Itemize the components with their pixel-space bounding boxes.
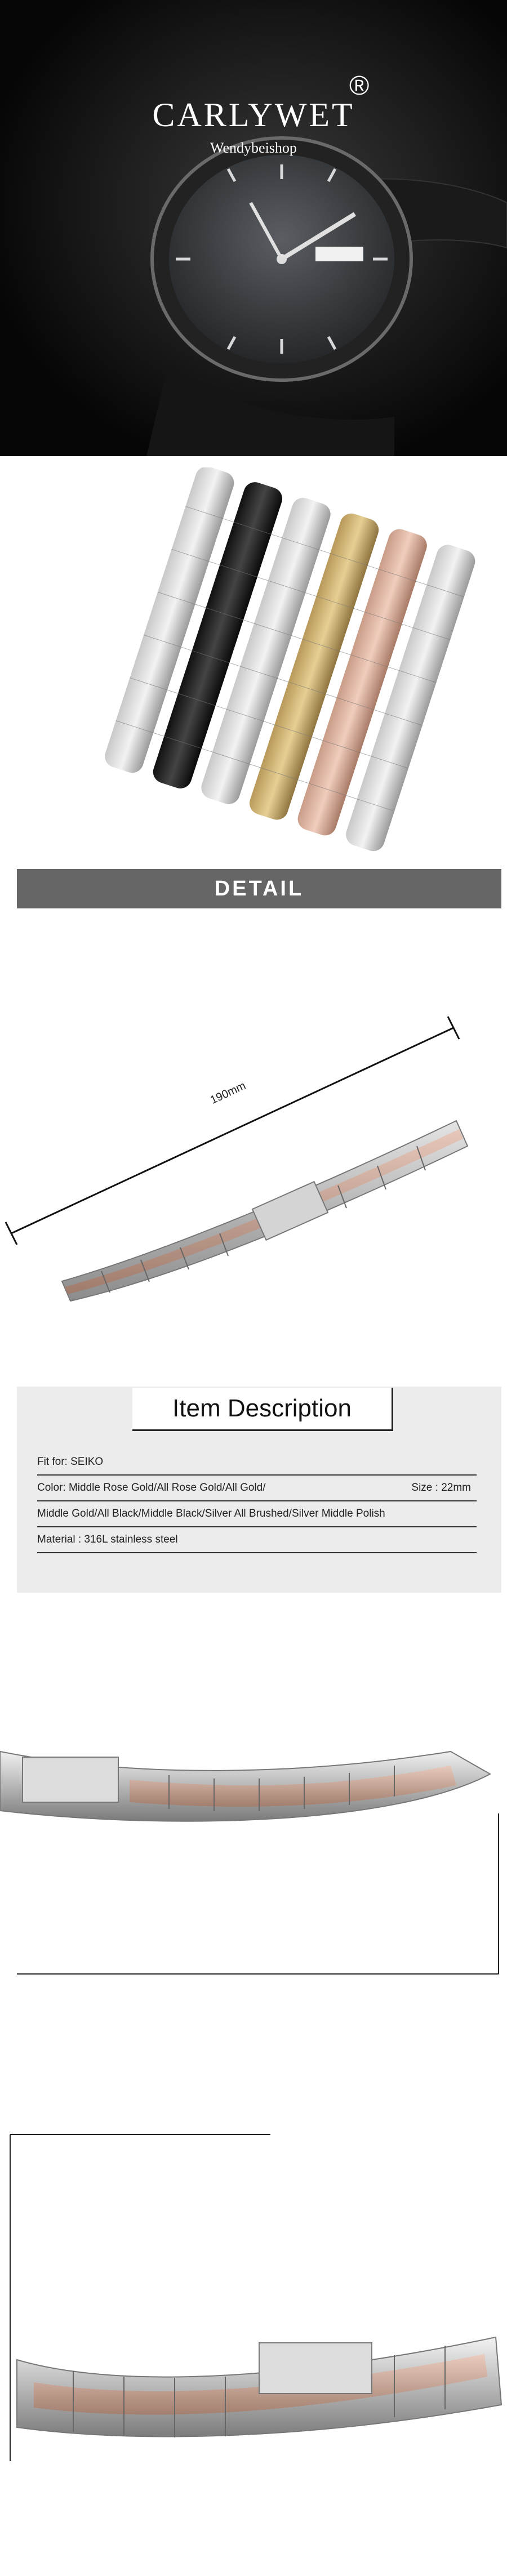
material-row: Material : 316L stainless steel bbox=[37, 1527, 477, 1553]
brand-name: CARLYWET bbox=[152, 96, 355, 133]
registered-icon: ® bbox=[349, 71, 370, 101]
color-row-continued: Middle Gold/All Black/Middle Black/Silve… bbox=[37, 1501, 477, 1527]
detail-section-header: DETAIL bbox=[17, 869, 501, 908]
shop-name: Wendybeishop bbox=[210, 140, 297, 156]
color-text-continued: Middle Gold/All Black/Middle Black/Silve… bbox=[37, 1508, 385, 1519]
item-description-title: Item Description bbox=[132, 1388, 393, 1431]
brand-banner: CARLYWET ® Wendybeishop bbox=[0, 0, 507, 456]
bracelet-collection-image bbox=[105, 467, 475, 852]
item-description-panel: Item Description Fit for: SEIKO Color: M… bbox=[17, 1387, 501, 1593]
bracelet-closeup-image-2 bbox=[10, 2134, 502, 2461]
material-text: Material : 316L stainless steel bbox=[37, 1534, 178, 1545]
fit-row: Fit for: SEIKO bbox=[37, 1450, 477, 1476]
color-text: Color: Middle Rose Gold/All Rose Gold/Al… bbox=[37, 1482, 266, 1494]
size-text: Size : 22mm bbox=[411, 1482, 471, 1494]
watch-illustration bbox=[0, 0, 507, 456]
bracelet-dimension-image bbox=[5, 1016, 469, 1302]
bracelet-closeup-image-1 bbox=[0, 1750, 499, 1975]
color-row: Color: Middle Rose Gold/All Rose Gold/Al… bbox=[37, 1476, 477, 1501]
fit-text: Fit for: SEIKO bbox=[37, 1456, 104, 1468]
